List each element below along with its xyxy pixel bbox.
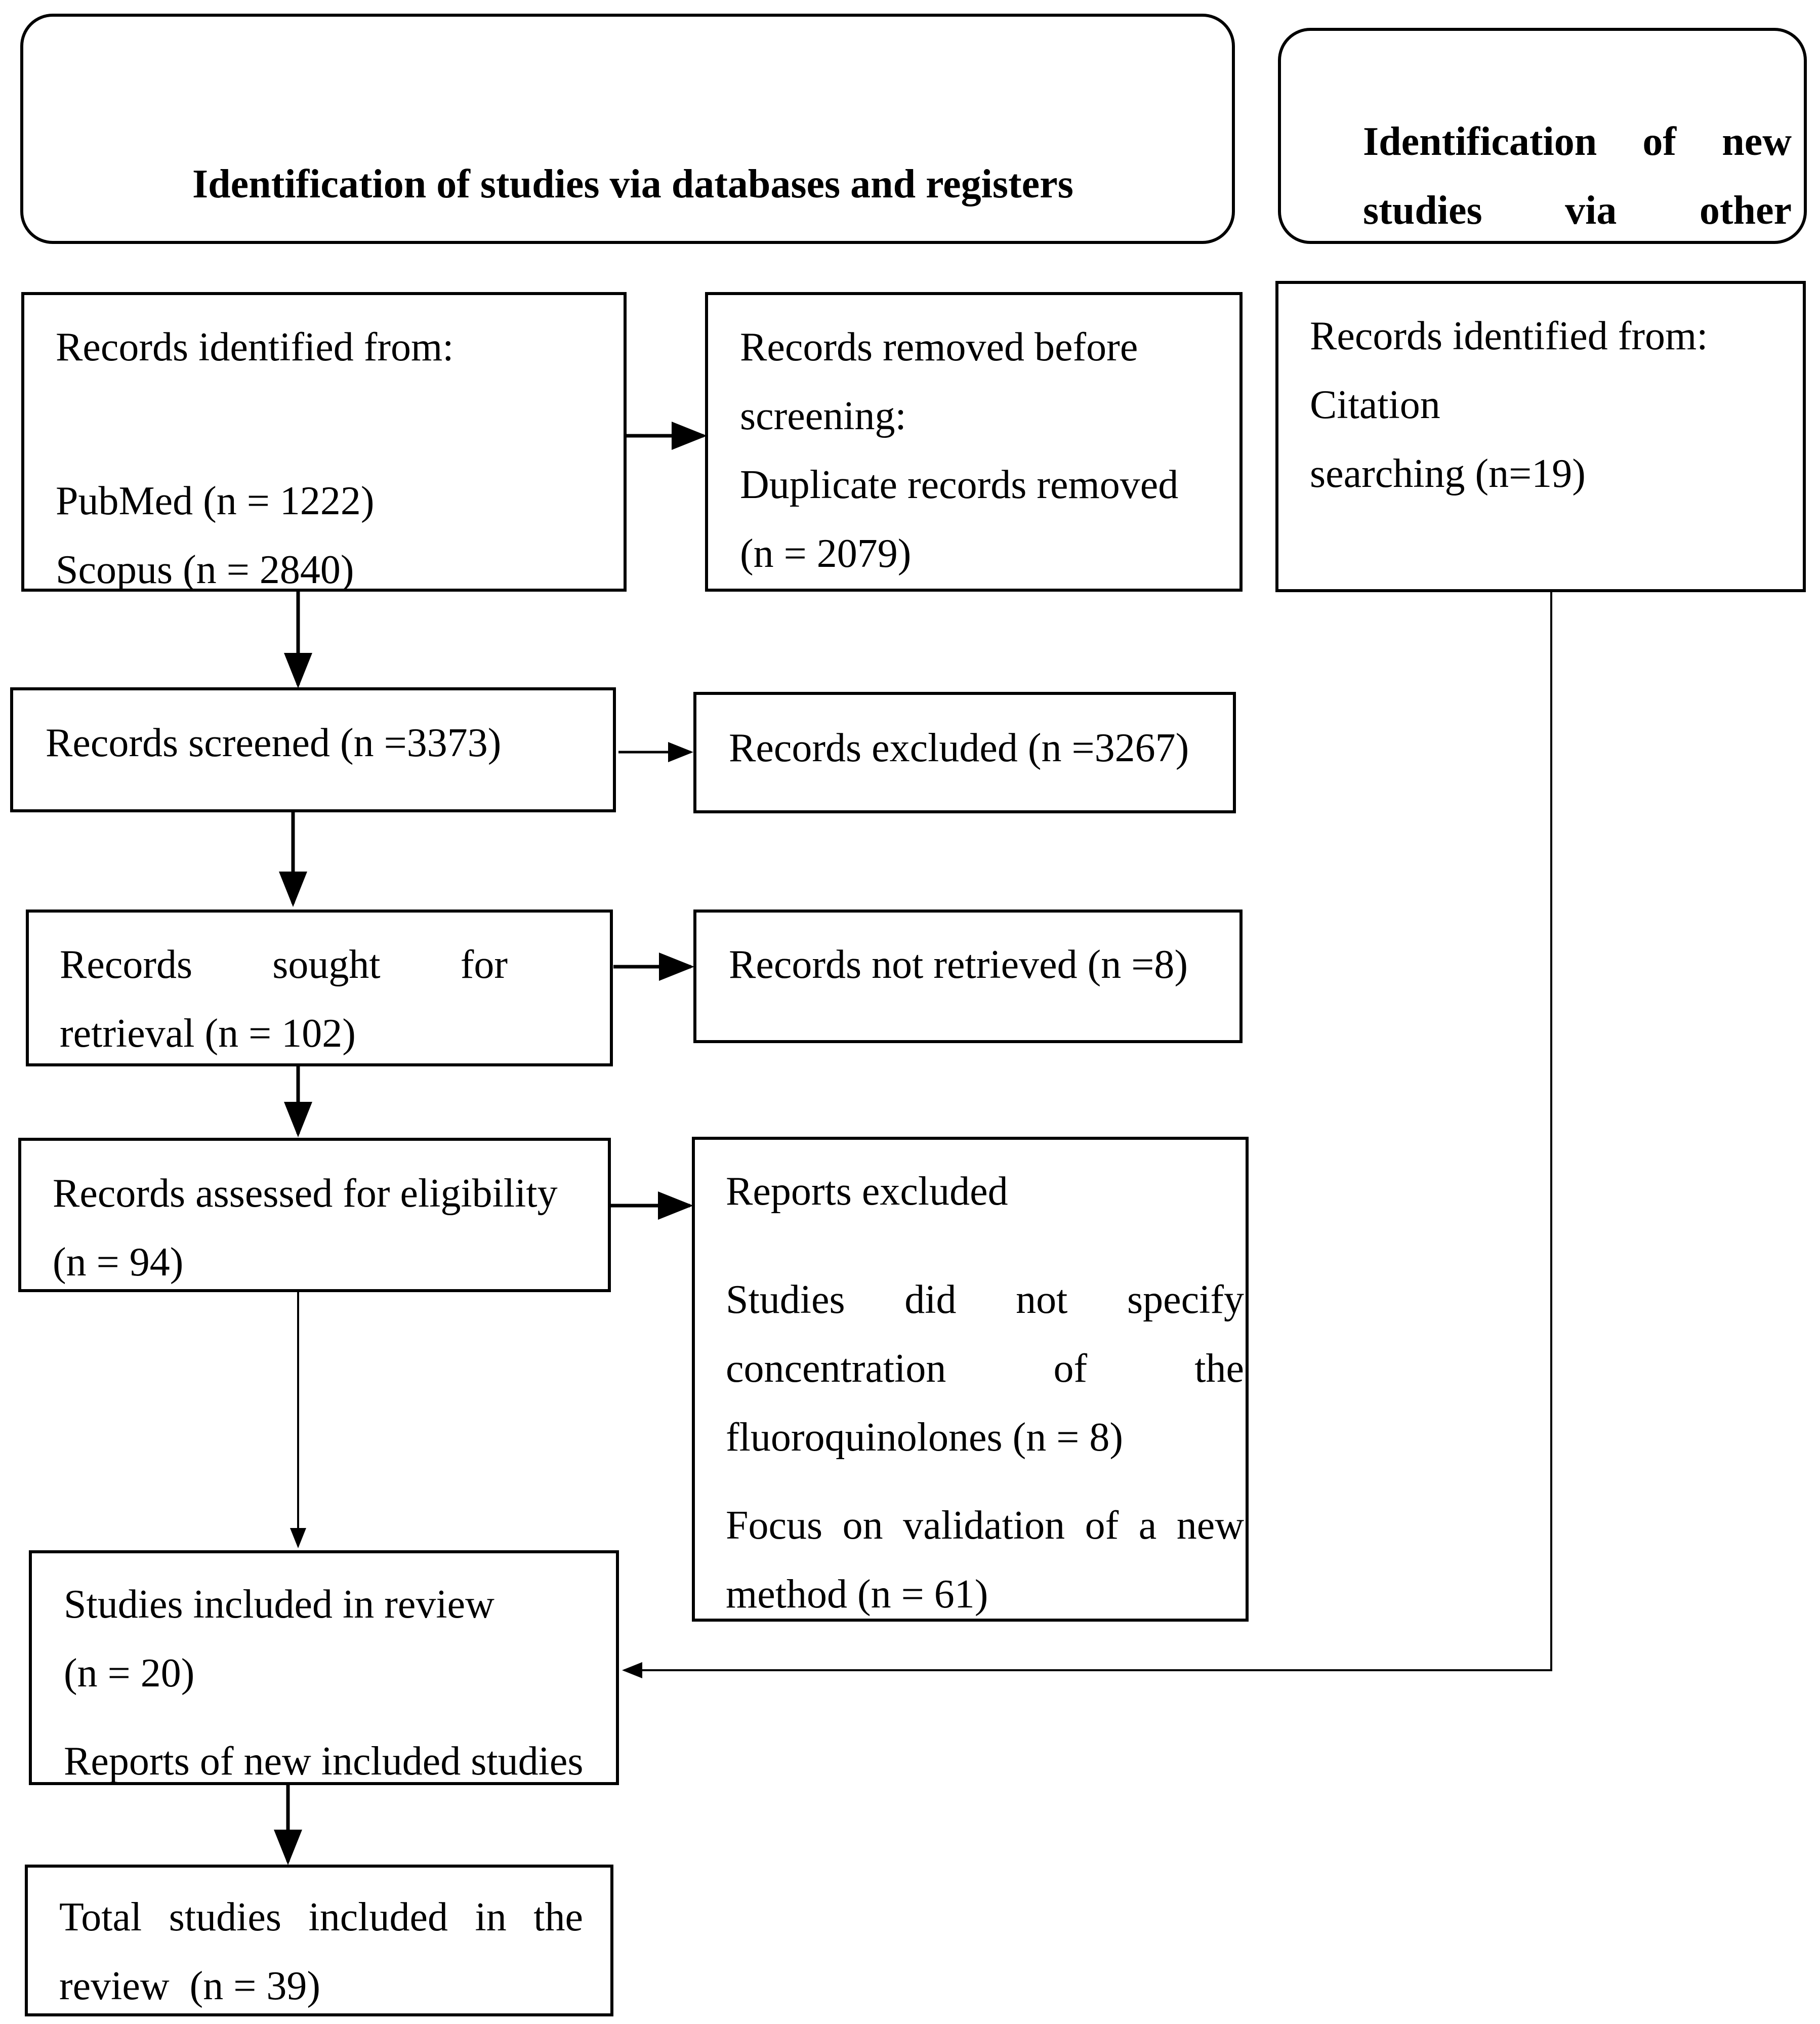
header-other	[1278, 28, 1807, 244]
records-excluded-box	[693, 692, 1236, 813]
reports-excluded-box	[692, 1137, 1249, 1622]
header-databases-label: Identification of studies via databases …	[192, 162, 1073, 206]
other-line1: Records identified from:	[1310, 314, 1708, 358]
total-line1: Total studies included in the	[59, 1895, 583, 1939]
excluded-label: Records excluded (n =3267)	[729, 726, 1189, 770]
assessed-line2: (n = 94)	[53, 1240, 184, 1285]
removed-line4: (n = 2079)	[740, 531, 912, 576]
other-line3: searching (n=19)	[1310, 451, 1586, 496]
included-line2: (n = 20)	[64, 1651, 195, 1696]
screened-label: Records screened (n =3373)	[46, 721, 502, 765]
total-line2: review (n = 39)	[59, 1964, 321, 2008]
records-assessed-box	[18, 1138, 611, 1292]
records-identified-box	[21, 292, 627, 592]
header-other-line1: Identification of new	[1363, 119, 1792, 164]
assessed-line1: Records assessed for eligibility	[53, 1171, 558, 1216]
removed-line1: Records removed before	[740, 325, 1138, 369]
pubmed-count: PubMed (n = 1222)	[56, 479, 375, 523]
other-identified-box	[1275, 281, 1806, 592]
reports-excluded-r2-line1: Focus on validation of a new	[726, 1503, 1244, 1548]
included-line1: Studies included in review	[64, 1582, 494, 1627]
reports-excluded-r1-line2: concentration of the	[726, 1346, 1244, 1391]
reports-excluded-title: Reports excluded	[726, 1169, 1008, 1214]
total-included-box	[25, 1865, 613, 2016]
arrow-other-to-included	[622, 592, 1552, 1678]
records-removed-box	[705, 292, 1243, 592]
sought-line1: Records sought for	[60, 942, 508, 987]
not-retrieved-label: Records not retrieved (n =8)	[729, 942, 1188, 987]
removed-line3: Duplicate records removed	[740, 463, 1179, 507]
reports-excluded-r1-line1: Studies did not specify	[726, 1277, 1244, 1322]
included-line3: Reports of new included studies	[64, 1739, 584, 1784]
header-other-line2: studies via other	[1363, 188, 1792, 233]
records-identified-label: Records identified from:	[56, 325, 454, 369]
sought-line2: retrieval (n = 102)	[60, 1011, 356, 1056]
header-databases	[20, 14, 1235, 244]
records-screened-box	[10, 687, 616, 812]
reports-excluded-r2-line2: method (n = 61)	[726, 1572, 988, 1617]
other-line2: Citation	[1310, 383, 1440, 427]
scopus-count: Scopus (n = 2840)	[56, 548, 354, 592]
records-sought-box	[26, 910, 613, 1066]
reports-excluded-r1-line3: fluoroquinolones (n = 8)	[726, 1415, 1123, 1460]
removed-line2: screening:	[740, 394, 906, 438]
studies-included-box	[29, 1550, 619, 1785]
records-not-retrieved-box	[693, 910, 1243, 1043]
